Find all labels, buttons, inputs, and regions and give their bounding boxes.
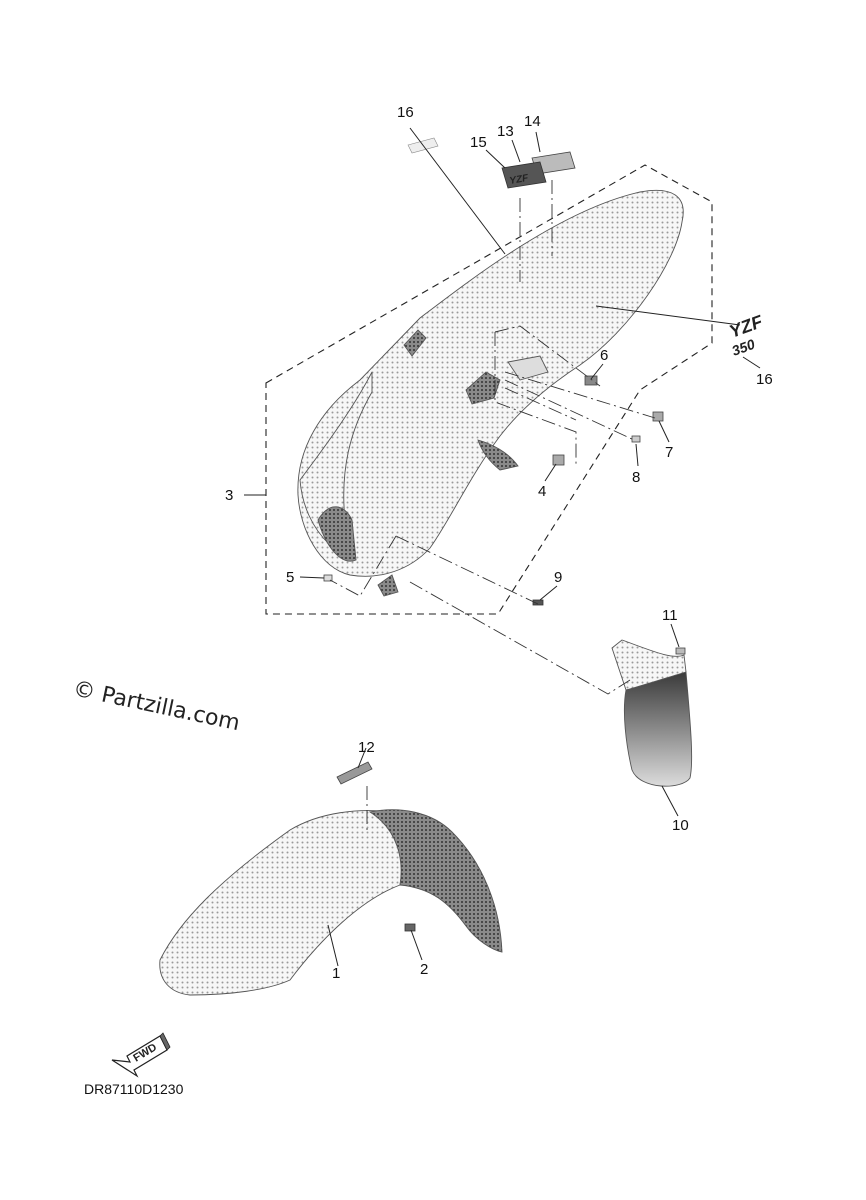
screw-2 — [404, 923, 416, 932]
callout-15: 15 — [470, 134, 487, 151]
washer-6 — [584, 375, 598, 386]
top-decal-text: YZF — [509, 173, 530, 187]
fwd-arrow-icon: FWD — [111, 1032, 171, 1078]
callout-8: 8 — [632, 469, 640, 486]
watermark: © Partzilla.com — [71, 676, 242, 736]
front-fender — [159, 809, 503, 996]
mud-flap — [611, 639, 693, 787]
callout-9: 9 — [554, 569, 562, 586]
nut-4 — [552, 454, 565, 466]
callout-13: 13 — [497, 123, 514, 140]
bolt-11 — [675, 647, 686, 655]
screw-8 — [631, 435, 641, 443]
rear-fender-assembly-outline — [265, 164, 713, 615]
assembly-lines — [329, 180, 656, 830]
callout-7: 7 — [665, 444, 673, 461]
callout-12: 12 — [358, 739, 375, 756]
callout-5: 5 — [286, 569, 294, 586]
diagram-code: DR87110D1230 — [84, 1081, 184, 1097]
emblem-12 — [336, 761, 373, 785]
screw-9 — [532, 599, 544, 606]
callout-6: 6 — [600, 347, 608, 364]
callout-10: 10 — [672, 817, 689, 834]
callout-16-right: 16 — [756, 371, 773, 388]
callout-2: 2 — [420, 961, 428, 978]
callout-1: 1 — [332, 965, 340, 982]
side-decal: YZF 350 — [727, 311, 767, 359]
callout-11: 11 — [662, 607, 678, 624]
nut-7 — [652, 411, 664, 422]
callout-14: 14 — [524, 113, 541, 130]
leader-lines — [244, 127, 761, 967]
emblem-15 — [501, 161, 547, 189]
decal-text-350: 350 — [730, 336, 758, 359]
callout-4: 4 — [538, 483, 546, 500]
callout-16-top: 16 — [397, 104, 414, 121]
callout-3: 3 — [225, 487, 233, 504]
callout-numbers: 16 13 14 15 16 6 7 8 4 3 5 9 11 10 12 1 … — [225, 104, 773, 982]
rear-fender — [297, 189, 684, 597]
